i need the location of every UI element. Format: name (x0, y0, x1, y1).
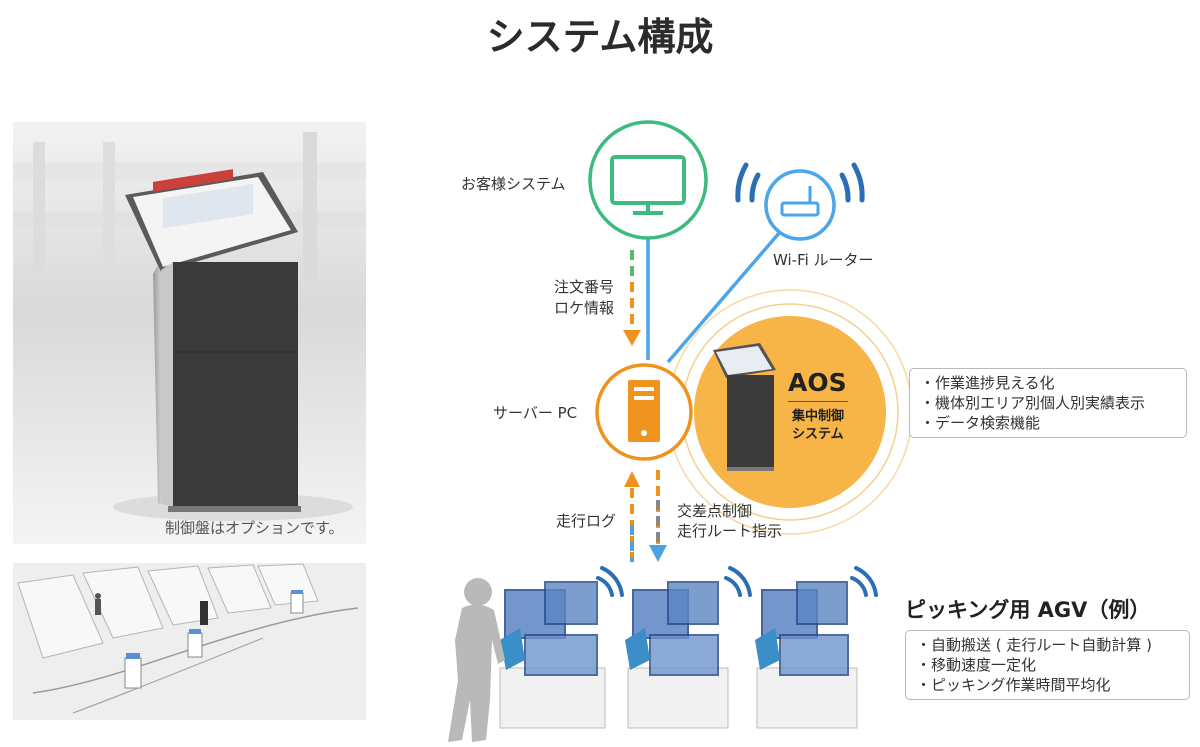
aos-features-box: ・作業進捗見える化 ・機体別エリア別個人別実績表示 ・データ検索機能 (909, 368, 1187, 438)
aos-circle (694, 316, 886, 508)
agv-feature-item: ・移動速度一定化 (916, 656, 1037, 674)
wifi-router-label: Wi-Fi ルーター (773, 251, 874, 269)
aos-name: AOS (788, 368, 847, 397)
router-server-link (666, 230, 782, 364)
agv-feature-item: ・自動搬送 ( 走行ルート自動計算 ) (916, 636, 1153, 654)
route-instruction-label: 走行ルート指示 (677, 522, 783, 540)
agv-wifi-icons (596, 566, 878, 597)
aos-sub-line-1: 集中制御 (792, 409, 845, 424)
aos-feature-item: ・作業進捗見える化 (920, 374, 1055, 392)
agv-title: ピッキング用 AGV（例） (905, 598, 1151, 622)
travel-log-arrowhead (624, 471, 640, 487)
customer-system-node (588, 120, 708, 240)
agv-robot-3 (755, 581, 858, 729)
order-number-label: 注文番号 (554, 278, 615, 296)
agv-robot-1 (499, 581, 606, 729)
agv-features-box: ・自動搬送 ( 走行ルート自動計算 ) ・移動速度一定化 ・ピッキング作業時間平… (905, 630, 1190, 700)
travel-log-label: 走行ログ (556, 512, 617, 530)
order-flow-arrowhead (623, 330, 641, 346)
customer-system-label: お客様システム (461, 175, 566, 193)
agv-feature-item: ・ピッキング作業時間平均化 (916, 676, 1111, 694)
worker-silhouette (448, 578, 505, 742)
control-arrowhead (649, 545, 667, 562)
agv-robot-2 (625, 581, 729, 729)
photo-caption: 制御盤はオプションです。 (165, 519, 344, 537)
monitor-icon (610, 155, 686, 215)
server-pc-label: サーバー PC (493, 404, 578, 422)
aos-sub-line-2: システム (792, 427, 844, 442)
aos-divider (788, 401, 848, 402)
wifi-signal-icon (735, 162, 865, 203)
aos-feature-item: ・機体別エリア別個人別実績表示 (920, 394, 1146, 412)
wifi-router-node (764, 169, 836, 241)
control-panel-photo (13, 122, 366, 544)
aos-feature-item: ・データ検索機能 (920, 414, 1041, 432)
intersection-control-label: 交差点制御 (677, 502, 753, 520)
page-title: システム構成 (486, 15, 714, 59)
warehouse-photo (13, 563, 366, 720)
server-icon (628, 380, 660, 442)
location-info-label: ロケ情報 (554, 299, 615, 317)
router-icon (780, 186, 820, 217)
